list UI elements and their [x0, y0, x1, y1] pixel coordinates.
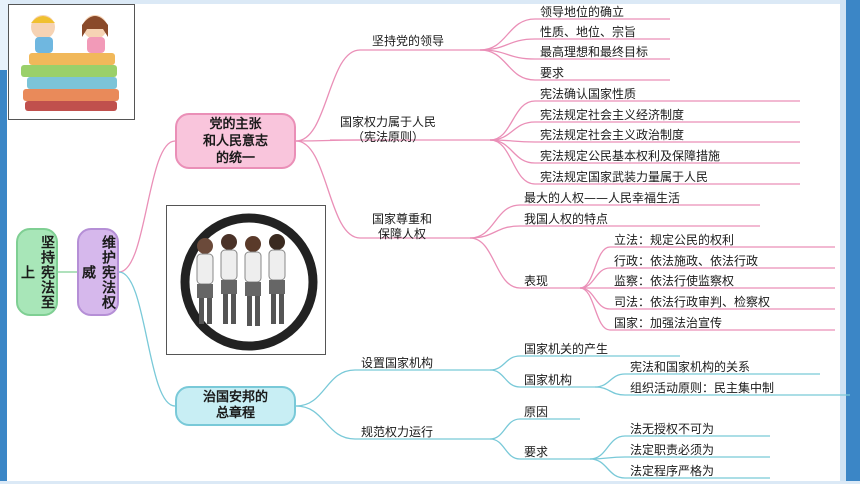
leaf-item: 领导地位的确立	[540, 5, 625, 19]
connector-leaf	[594, 373, 626, 388]
connector-leaf	[489, 139, 536, 164]
branch-party-people: 党的主张 和人民意志 的统一	[175, 113, 296, 169]
leaf-item: 法定程序严格为	[630, 464, 715, 478]
leaf-item: 法无授权不可为	[630, 422, 715, 436]
connector-group	[295, 49, 361, 142]
leaf-item: 立法：规定公民的权利	[614, 233, 735, 247]
leaf-item: 监察：依法行使监察权	[614, 274, 735, 288]
leaf-item: 宪法规定国家武装力量属于人民	[540, 170, 709, 184]
leaf-item: 法定职责必须为	[630, 443, 715, 457]
frame-right-bar	[846, 0, 860, 484]
frame-right-light	[840, 0, 846, 484]
leaf-item: 国家：加强法治宣传	[614, 316, 723, 330]
leaf-item: 我国人权的特点	[524, 212, 609, 226]
connector-leaf	[589, 458, 626, 479]
leaf-item: 国家机关的产生	[524, 342, 609, 356]
root-node: 坚持宪法至上	[16, 228, 58, 316]
connector-leaf	[489, 355, 521, 371]
frame-left-light	[0, 0, 10, 70]
leaf-item: 最高理想和最终目标	[540, 45, 649, 59]
connector-leaf	[579, 267, 611, 289]
connector-leaf	[579, 287, 611, 331]
level1-node: 维护宪法权威	[77, 228, 119, 316]
leaf-item: 性质、地位、宗旨	[540, 25, 637, 39]
leaf-item: 司法：依法行政审判、检察权	[614, 295, 771, 309]
connector-sub	[489, 369, 521, 388]
frame-left-bar	[0, 0, 7, 484]
frame-bottom	[0, 481, 860, 484]
leaf-item: 宪法规定社会主义经济制度	[540, 108, 685, 122]
connector-leaf	[579, 287, 611, 310]
connector-leaf	[469, 204, 521, 239]
sub-node-requirements: 要求	[524, 445, 549, 459]
connector-leaf	[479, 49, 536, 81]
group-set-institutions: 设置国家机构	[361, 356, 434, 370]
students-in-circle-illustration	[166, 205, 326, 355]
sub-node-manifestation: 表现	[524, 274, 549, 288]
books-kids-illustration	[8, 4, 135, 120]
connector-sub	[469, 237, 521, 289]
connector-group	[295, 369, 356, 407]
group-people-power: 国家权力属于人民 （宪法原则）	[340, 115, 437, 144]
leaf-item: 原因	[524, 405, 549, 419]
leaf-item: 行政：依法施政、依法行政	[614, 254, 759, 268]
group-regulate-power: 规范权力运行	[361, 425, 434, 439]
leaf-item: 宪法和国家机构的关系	[630, 360, 751, 374]
connector-group	[295, 405, 356, 440]
connector-leaf	[489, 139, 536, 185]
connector-branch2	[118, 271, 176, 407]
connector-leaf	[489, 121, 536, 141]
branch-governance: 治国安邦的 总章程	[175, 386, 296, 426]
connector-sub	[489, 438, 521, 460]
frame-top	[0, 0, 860, 4]
leaf-item: 宪法确认国家性质	[540, 87, 637, 101]
connector-leaf	[589, 435, 626, 460]
leaf-item: 要求	[540, 66, 565, 80]
connector-leaf	[469, 225, 521, 239]
connector-leaf	[594, 386, 626, 396]
leaf-item: 宪法规定公民基本权利及保障措施	[540, 149, 721, 163]
leaf-item: 最大的人权——人民幸福生活	[524, 191, 681, 205]
connector-leaf	[489, 100, 536, 141]
group-party-leadership: 坚持党的领导	[372, 34, 445, 48]
connector-branch1	[118, 140, 176, 273]
connector-leaf	[579, 246, 611, 289]
leaf-item: 组织活动原则：民主集中制	[630, 381, 775, 395]
sub-node-institutions: 国家机构	[524, 373, 573, 387]
connector-leaf	[489, 418, 521, 440]
group-human-rights: 国家尊重和 保障人权	[372, 212, 433, 241]
leaf-item: 宪法规定社会主义政治制度	[540, 128, 685, 142]
connector-group	[295, 140, 361, 239]
connector-leaf	[479, 18, 536, 51]
